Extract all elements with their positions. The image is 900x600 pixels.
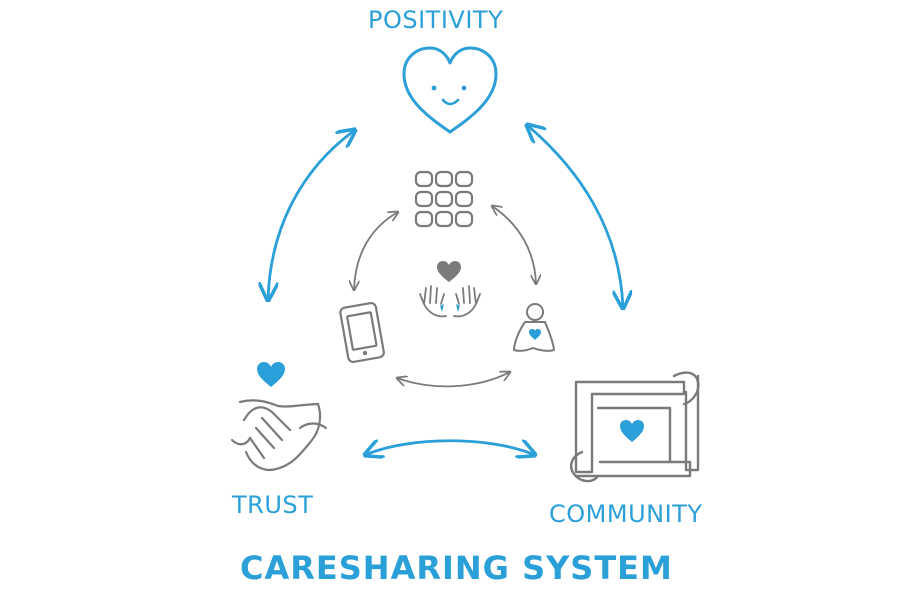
- arrow-grid-phone: [354, 212, 398, 290]
- arrow-trust-community: [365, 441, 535, 455]
- smiling-heart-icon: [402, 46, 498, 134]
- arrow-positivity-trust: [268, 130, 355, 300]
- diagram-title: CARESHARING SYSTEM: [240, 549, 673, 587]
- community-label: COMMUNITY: [549, 500, 703, 528]
- handshake-icon: [230, 362, 328, 472]
- community-hands-icon: [570, 371, 700, 483]
- hands-with-heart-icon: [419, 261, 481, 318]
- positivity-label: POSITIVITY: [368, 6, 504, 34]
- arrow-positivity-community: [527, 125, 623, 308]
- person-with-heart-icon: [513, 303, 555, 352]
- grid-of-tiles-icon: [414, 170, 474, 228]
- smartphone-icon: [339, 301, 385, 364]
- arrow-grid-person: [492, 206, 536, 284]
- arrow-phone-person: [397, 372, 510, 388]
- trust-label: TRUST: [232, 491, 314, 519]
